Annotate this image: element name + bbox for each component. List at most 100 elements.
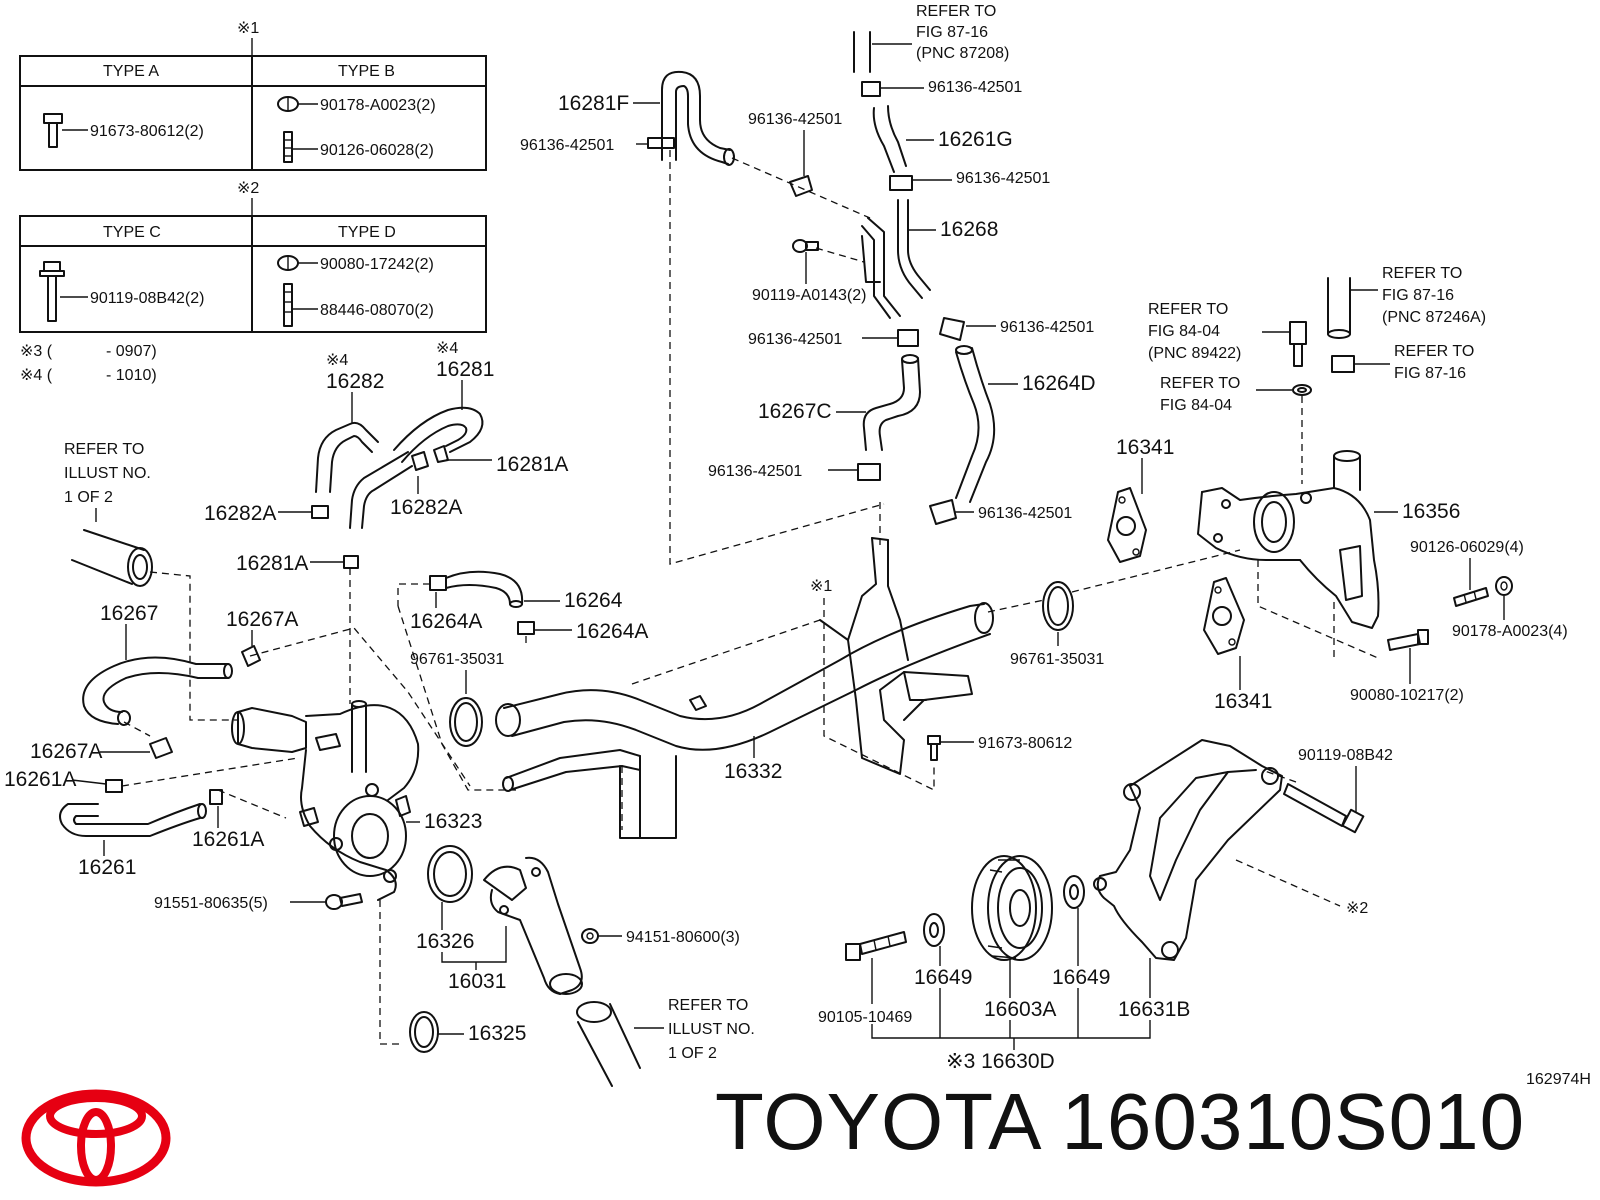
label-16264a-a: 16264A [410,610,482,633]
gasket-16341-a [1107,487,1147,563]
label-16031: 16031 [448,970,506,993]
label-16261a-a: 16261A [4,768,76,791]
refer-84-04-b-line1: REFER TO [1160,375,1240,392]
refer-illust-a-line2: ILLUST NO. [64,465,151,482]
refer-87208-line3: (PNC 87208) [916,45,1009,62]
refer-89422-line2: FIG 84-04 [1148,323,1220,340]
o-ring-96761-b [1042,581,1074,631]
bolt-91673-80612 [927,735,941,761]
label-16261a-b: 16261A [192,828,264,851]
clip-96136-drawing [789,175,813,197]
label-16341-b: 16341 [1214,690,1272,713]
flange-bolt-icon [39,261,65,322]
hose-16267-drawing [82,656,233,726]
nut-94151-80600 [581,928,599,944]
label-16267c: 16267C [758,400,832,423]
refer-84-04-b-line2: FIG 84-04 [1160,397,1232,414]
refer-illust-b-line2: ILLUST NO. [668,1021,755,1038]
label-16649-a: 16649 [914,966,972,989]
pulley-16603a-drawing [971,855,1053,961]
refer-illust-b-line3: 1 OF 2 [668,1045,717,1062]
refer-illust-b-line1: REFER TO [668,997,748,1014]
type-d-header: TYPE D [338,224,396,241]
refer-89422-line3: (PNC 89422) [1148,345,1241,362]
pulley-bracket-16631b-drawing [1093,739,1283,961]
label-16261g: 16261G [938,128,1013,151]
label-90126-06029: 90126-06029(4) [1410,539,1524,556]
hose-16264-drawing [445,570,524,608]
type-c-header: TYPE C [103,224,161,241]
label-96136-d: 96136-42501 [748,111,842,128]
label-91673-80612: 91673-80612 [978,735,1072,752]
o-ring-16325 [409,1011,439,1053]
refer-87246a-line1: REFER TO [1382,265,1462,282]
hose-16264d-drawing [929,345,996,525]
label-16264d: 16264D [1022,372,1096,395]
label-16326: 16326 [416,930,474,953]
nut-90178-a0023 [1495,576,1513,596]
stud-icon [283,131,293,163]
bolt-90119-a0143 [792,239,819,253]
label-96136-b: 96136-42501 [928,79,1022,96]
label-16261: 16261 [78,856,136,879]
stud-90126-06029 [1453,587,1489,607]
logo-horizontal-ring [46,1094,146,1138]
label-90080-10217: 90080-10217(2) [1350,687,1464,704]
bolt-90119-08b42 [1283,783,1365,834]
note1-mark: ※1 [237,20,259,37]
type-d-part-1: 90080-17242(2) [320,256,434,273]
star2-mark: ※2 [1346,900,1368,917]
refer-87208-hose [853,31,881,97]
sensor-refer-drawing [1289,321,1312,396]
bolt-90105-10469 [845,931,907,961]
hose-16282-drawing [315,421,413,529]
label-90178-a0023: 90178-A0023(4) [1452,623,1568,640]
refer-87208-line2: FIG 87-16 [916,24,988,41]
label-16281: 16281 [436,358,494,381]
pipe-end-refer-drawing [576,1001,641,1087]
bolt-90080-10217 [1387,629,1429,651]
pipe-16268-drawing [861,199,931,319]
label-96136-h: 96136-42501 [978,505,1072,522]
label-96136-g: 96136-42501 [708,463,802,480]
label-16341-a: 16341 [1116,436,1174,459]
refer-87-16-c-line2: FIG 87-16 [1394,365,1466,382]
star4-b: ※4 [436,340,458,357]
note2-mark: ※2 [237,180,259,197]
washer-16649-a [923,913,945,947]
logo-vertical-ring [77,1108,115,1184]
refer-87246a-line3: (PNC 87246A) [1382,309,1486,326]
type-c-part: 90119-08B42(2) [90,290,204,307]
hose-16261g-drawing [872,105,913,191]
label-16281a-b: 16281A [236,552,308,575]
label-16267a-a: 16267A [226,608,298,631]
legend-table-2: ※2 TYPE C TYPE D 90119-08B42(2) 90080-17… [19,180,487,333]
hose-16281-drawing [393,406,484,463]
label-16268: 16268 [940,218,998,241]
stud-icon [283,283,293,327]
water-outlet-16323-drawing [231,700,420,901]
label-90119-a0143: 90119-A0143(2) [752,287,866,304]
nut-icon [277,96,299,112]
figure-code: 162974H [1526,1071,1591,1088]
hose-16267c-drawing [857,354,921,481]
label-16264a-b: 16264A [576,620,648,643]
label-16356: 16356 [1402,500,1460,523]
type-a-header: TYPE A [103,63,159,80]
star1-mark: ※1 [810,578,832,595]
refer-illust-a-line1: REFER TO [64,441,144,458]
label-16281a-a: 16281A [496,453,568,476]
label-16264: 16264 [564,589,623,612]
refer-87208-line1: REFER TO [916,3,996,20]
note4-mark: ※4 ( [20,367,53,384]
inlet-housing-16356-drawing [1197,450,1380,629]
bolt-91551-80635 [325,893,363,910]
brand-part-title: TOYOTA 160310S010 [715,1077,1526,1166]
label-16267a-b: 16267A [30,740,102,763]
label-96136-e: 96136-42501 [748,331,842,348]
note3-value: - 0907) [106,343,157,360]
label-16649-b: 16649 [1052,966,1110,989]
label-96761-b: 96761-35031 [1010,651,1104,668]
refer-87246a-line2: FIG 87-16 [1382,287,1454,304]
refer-87246a-hose [1327,277,1355,373]
